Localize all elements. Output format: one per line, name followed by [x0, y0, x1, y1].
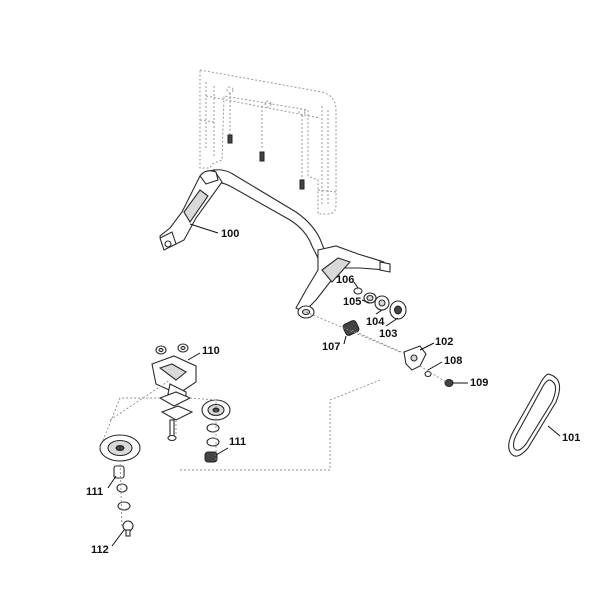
- part-109-screw: [444, 379, 454, 387]
- leader-102: [419, 342, 435, 351]
- leader-106: [353, 281, 359, 289]
- callout-108: 108: [444, 355, 463, 367]
- leader-lines: [107, 223, 561, 547]
- leader-107: [343, 335, 347, 345]
- callout-102: 102: [435, 336, 454, 348]
- callout-111-left: 111: [86, 486, 104, 498]
- part-107-knob: [342, 320, 360, 336]
- part-111-left-spacer: [113, 465, 125, 479]
- leader-101: [547, 425, 561, 437]
- callout-100: 100: [221, 228, 240, 240]
- callout-107: 107: [322, 341, 341, 353]
- part-108-washer: [424, 370, 432, 378]
- callout-105: 105: [343, 296, 362, 308]
- callout-101: 101: [562, 432, 581, 444]
- bracket-hardware: [403, 345, 454, 387]
- callout-109: 109: [470, 377, 489, 389]
- frame-screws: [227, 93, 305, 190]
- part-111-right-nut: [204, 451, 218, 463]
- handle-frame-ghost: [199, 69, 337, 215]
- callout-106: 106: [336, 274, 355, 286]
- leader-103: [385, 317, 399, 327]
- leader-111a: [215, 447, 229, 456]
- leader-104: [375, 309, 383, 315]
- callout-103: 103: [379, 328, 398, 340]
- pivot-hardware: [305, 287, 411, 357]
- leader-112: [111, 529, 125, 547]
- leader-105: [361, 299, 371, 304]
- pulley-assembly: [99, 343, 381, 537]
- leader-110: [187, 352, 201, 361]
- callout-111-right: 111: [229, 436, 247, 448]
- handle-arm-assembly: [159, 169, 391, 319]
- callout-112: 112: [91, 544, 109, 556]
- callout-104: 104: [366, 316, 385, 328]
- drive-belt: [508, 373, 561, 457]
- leader-108: [427, 361, 443, 371]
- leader-111b: [107, 475, 117, 489]
- leader-100: [189, 223, 219, 234]
- part-106-ring: [353, 287, 363, 295]
- callout-110: 110: [202, 345, 220, 357]
